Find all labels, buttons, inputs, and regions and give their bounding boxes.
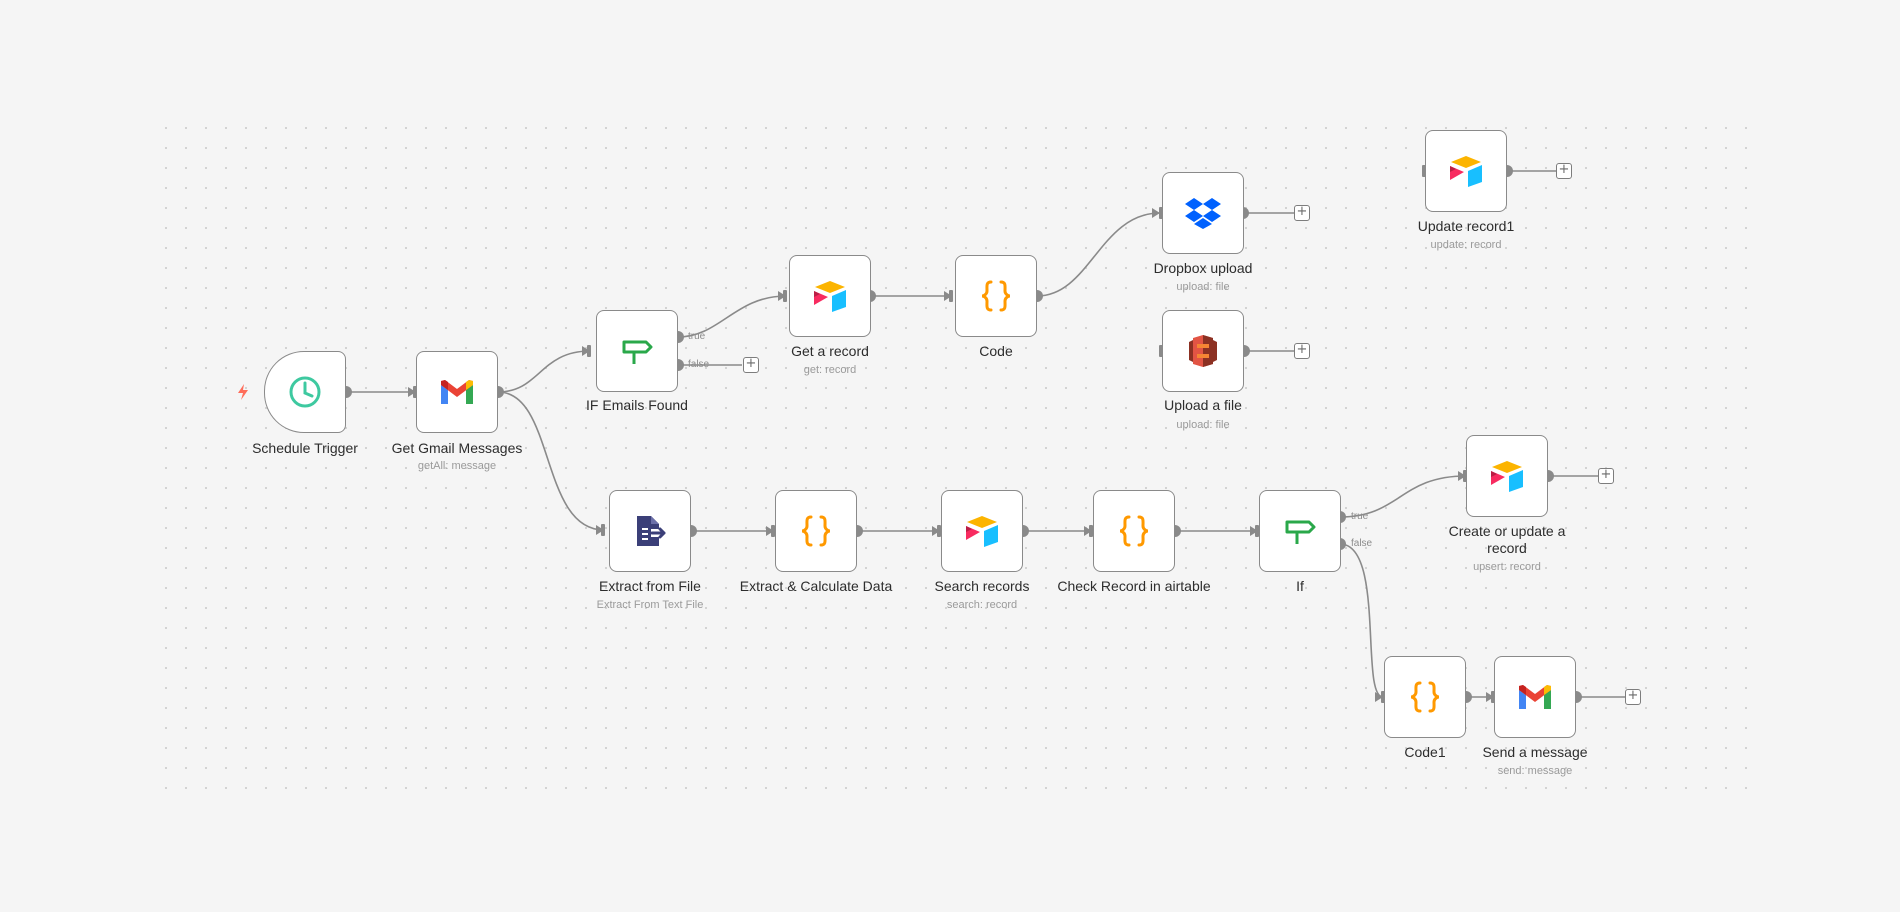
signpost-icon bbox=[1283, 514, 1317, 548]
trigger-bolt-icon bbox=[238, 384, 248, 400]
node-label: Search records bbox=[934, 578, 1030, 594]
gmail-icon bbox=[1516, 682, 1554, 712]
airtable-icon bbox=[811, 279, 849, 313]
node-label: Upload a file bbox=[1164, 397, 1242, 413]
add-node-button[interactable]: + bbox=[1556, 163, 1572, 179]
node-label: Check Record in airtable bbox=[1057, 578, 1211, 594]
node-subtitle: upsert: record bbox=[1473, 561, 1541, 573]
node-subtitle: upload: file bbox=[1176, 281, 1230, 293]
dropbox-icon bbox=[1184, 196, 1222, 230]
node-subtitle: upload: file bbox=[1176, 419, 1230, 431]
node-label: Code1 bbox=[1404, 744, 1446, 760]
node-search-records[interactable] bbox=[941, 490, 1023, 572]
node-label: Get Gmail Messages bbox=[391, 440, 523, 456]
airtable-icon bbox=[1447, 154, 1485, 188]
true-output-label: true bbox=[1351, 511, 1369, 522]
node-label: IF Emails Found bbox=[586, 397, 688, 413]
airtable-icon bbox=[1488, 459, 1526, 493]
node-label: Dropbox upload bbox=[1153, 260, 1253, 276]
extract-file-icon bbox=[632, 513, 668, 549]
node-subtitle: search: record bbox=[946, 599, 1018, 611]
true-output-label: true bbox=[688, 331, 706, 342]
signpost-icon bbox=[620, 334, 654, 368]
node-create-or-update-record[interactable] bbox=[1466, 435, 1548, 517]
code-braces-icon bbox=[977, 277, 1015, 315]
node-subtitle: getAll: message bbox=[417, 460, 497, 472]
node-code1[interactable] bbox=[1384, 656, 1466, 738]
node-if[interactable] bbox=[1259, 490, 1341, 572]
node-send-a-message[interactable] bbox=[1494, 656, 1576, 738]
code-braces-icon bbox=[797, 512, 835, 550]
node-extract-calculate-data[interactable] bbox=[775, 490, 857, 572]
node-label: Update record1 bbox=[1417, 218, 1515, 234]
node-subtitle: send: message bbox=[1497, 765, 1573, 777]
node-subtitle: update: record bbox=[1430, 239, 1502, 251]
node-extract-from-file[interactable] bbox=[609, 490, 691, 572]
false-output-label: false bbox=[688, 359, 710, 370]
node-label: Extract & Calculate Data bbox=[739, 578, 893, 594]
node-upload-a-file[interactable] bbox=[1162, 310, 1244, 392]
node-label: Get a record bbox=[791, 343, 869, 359]
add-node-button[interactable]: + bbox=[1294, 343, 1310, 359]
node-label: If bbox=[1296, 578, 1304, 594]
false-output-label: false bbox=[1351, 538, 1373, 549]
add-node-button[interactable]: + bbox=[1598, 468, 1614, 484]
node-dropbox-upload[interactable] bbox=[1162, 172, 1244, 254]
clock-icon bbox=[287, 374, 323, 410]
node-get-gmail-messages[interactable] bbox=[416, 351, 498, 433]
node-get-a-record[interactable] bbox=[789, 255, 871, 337]
node-subtitle: Extract From Text File bbox=[596, 599, 704, 611]
node-label: Code bbox=[979, 343, 1013, 359]
node-subtitle: get: record bbox=[803, 364, 857, 376]
gmail-icon bbox=[438, 377, 476, 407]
code-braces-icon bbox=[1115, 512, 1153, 550]
aws-s3-icon bbox=[1187, 334, 1219, 368]
node-update-record1[interactable] bbox=[1425, 130, 1507, 212]
node-schedule-trigger[interactable] bbox=[264, 351, 346, 433]
node-label: Schedule Trigger bbox=[252, 440, 358, 456]
node-code[interactable] bbox=[955, 255, 1037, 337]
add-node-button[interactable]: + bbox=[743, 357, 759, 373]
airtable-icon bbox=[963, 514, 1001, 548]
add-node-button[interactable]: + bbox=[1294, 205, 1310, 221]
add-node-button[interactable]: + bbox=[1625, 689, 1641, 705]
node-label: Send a message bbox=[1482, 744, 1588, 760]
code-braces-icon bbox=[1406, 678, 1444, 716]
node-label: Create or update a record bbox=[1448, 523, 1566, 556]
node-check-record-in-airtable[interactable] bbox=[1093, 490, 1175, 572]
node-if-emails-found[interactable] bbox=[596, 310, 678, 392]
node-label: Extract from File bbox=[599, 578, 701, 594]
